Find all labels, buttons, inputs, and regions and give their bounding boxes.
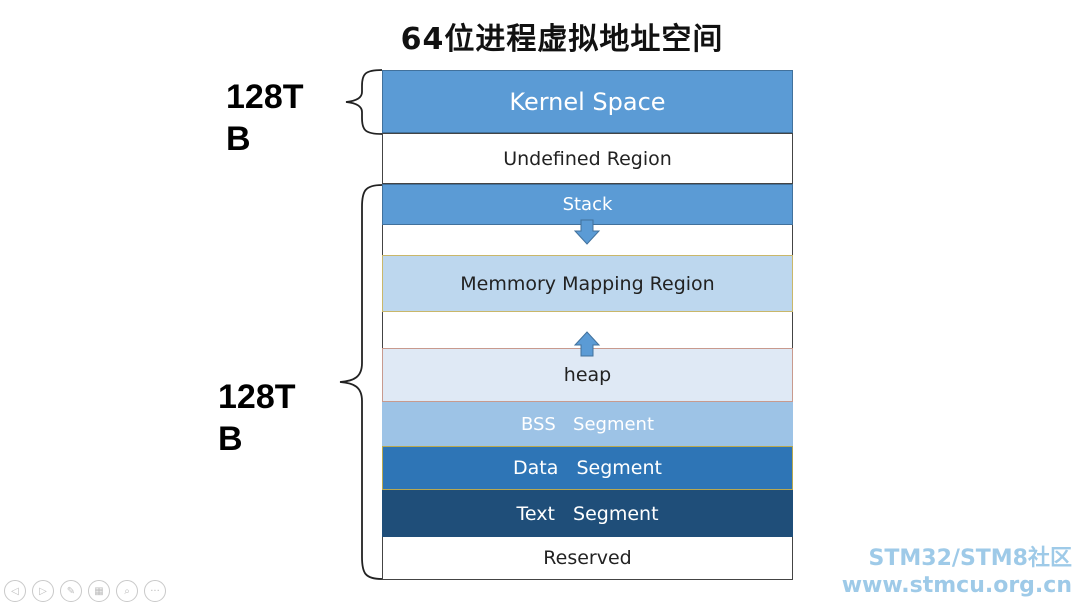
zoom-icon[interactable]: ⌕ <box>116 580 138 602</box>
kernel-space-block: Kernel Space <box>382 70 793 133</box>
mmap-block: Memmory Mapping Region <box>382 255 793 312</box>
kernel-brace <box>345 69 383 135</box>
kernel-size-line2: B <box>226 120 251 158</box>
bss-segment-block: BSS Segment <box>382 402 793 446</box>
user-size-label: 128T B <box>218 376 318 460</box>
kernel-size-line1: 128T <box>226 78 304 116</box>
data-segment-block: Data Segment <box>382 446 793 490</box>
next-icon[interactable]: ▷ <box>32 580 54 602</box>
user-brace <box>339 184 383 580</box>
watermark-line2: www.stmcu.org.cn <box>841 573 1072 598</box>
stack-down-arrow-icon <box>573 219 601 245</box>
heap-block: heap <box>382 348 793 402</box>
pen-icon[interactable]: ✎ <box>60 580 82 602</box>
watermark: STM32/STM8社区 www.stmcu.org.cn <box>842 545 1072 599</box>
slides-icon[interactable]: ▦ <box>88 580 110 602</box>
reserved-block: Reserved <box>382 537 793 580</box>
watermark-line1: STM32/STM8社区 <box>868 546 1072 571</box>
user-size-line1: 128T <box>218 378 296 416</box>
text-segment-block: Text Segment <box>382 490 793 537</box>
heap-up-arrow-icon <box>573 331 601 357</box>
prev-icon[interactable]: ◁ <box>4 580 26 602</box>
more-icon[interactable]: ··· <box>144 580 166 602</box>
slideshow-toolbar: ◁ ▷ ✎ ▦ ⌕ ··· <box>4 580 166 602</box>
user-size-line2: B <box>218 420 243 458</box>
page-title: 64位进程虚拟地址空间 <box>400 22 724 57</box>
undefined-region-block: Undefined Region <box>382 133 793 184</box>
kernel-size-label: 128T B <box>226 76 326 160</box>
